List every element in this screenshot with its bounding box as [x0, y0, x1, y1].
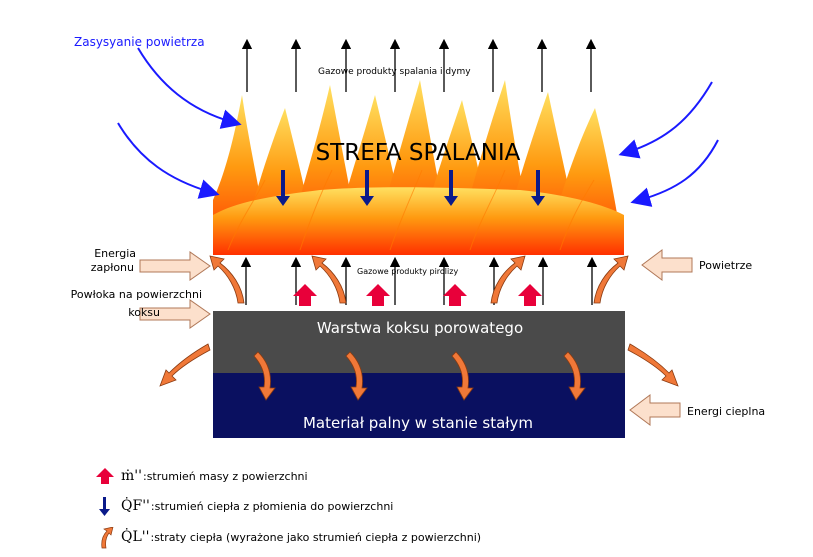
- pyrolysis-gases-label: Gazowe produkty pirolizy: [357, 267, 458, 276]
- legend-symbol: Q̇F'': [121, 498, 150, 514]
- orange-curved-arrow-icon: [95, 527, 119, 549]
- solid-fuel-layer: [213, 373, 625, 438]
- input-arrows: [139, 249, 693, 426]
- ignition-energy-label-2: zapłonu: [91, 261, 134, 274]
- flame-detail-lines: [227, 169, 595, 251]
- mass-flux-arrows: [293, 284, 542, 306]
- combustion-gases-label: Gazowe produkty spalania i dymy: [318, 67, 471, 77]
- heat-loss-lower-arrows: [253, 351, 586, 401]
- combustion-zone-label: STREFA SPALANIA: [316, 140, 521, 166]
- legend-text: :strumień ciepła z płomienia do powierzc…: [150, 499, 394, 513]
- heat-loss-side-arrows: [159, 343, 679, 387]
- air-label: Powietrze: [699, 259, 752, 272]
- air-suction-label: Zasysyanie powietrza: [74, 35, 205, 49]
- legend-mass-flux: ṁ'' :strumień masy z powierzchni: [95, 466, 308, 486]
- legend-symbol: Q̇L'': [121, 529, 150, 545]
- heat-energy-arrow: [629, 394, 681, 426]
- ignition-energy-arrow: [139, 251, 211, 281]
- solid-fuel-label: Materiał palny w stanie stałym: [303, 414, 533, 432]
- ignition-energy-label-1: Energia: [94, 247, 136, 260]
- red-up-arrow-icon: [95, 466, 119, 486]
- porous-coke-layer: [213, 311, 625, 373]
- porous-coke-label: Warstwa koksu porowatego: [317, 319, 523, 337]
- legend-text: :strumień masy z powierzchni: [142, 469, 308, 483]
- pyrolysis-gas-arrows: [240, 256, 598, 305]
- legend-heat-loss: Q̇L'' :straty ciepła (wyrażone jako stru…: [95, 527, 482, 549]
- flames: [213, 80, 624, 255]
- air-inlet-arrow: [641, 249, 693, 281]
- legend-heat-flux: Q̇F'' :strumień ciepła z płomienia do po…: [95, 496, 393, 516]
- blue-down-arrow-icon: [95, 496, 119, 516]
- heat-flux-arrows: [276, 170, 545, 206]
- coke-surface-label-1: Powłoka na powierzchni: [71, 288, 202, 301]
- combustion-gas-arrows: [241, 38, 597, 92]
- air-suction-arrows: [117, 47, 719, 207]
- coke-surface-arrow: [139, 299, 211, 329]
- heat-energy-label: Energi cieplna: [687, 405, 765, 418]
- heat-loss-upper-arrows: [209, 255, 629, 304]
- legend-text: :straty ciepła (wyrażone jako strumień c…: [150, 530, 482, 544]
- legend-symbol: ṁ'': [121, 468, 142, 484]
- coke-surface-label-2: koksu: [128, 306, 160, 319]
